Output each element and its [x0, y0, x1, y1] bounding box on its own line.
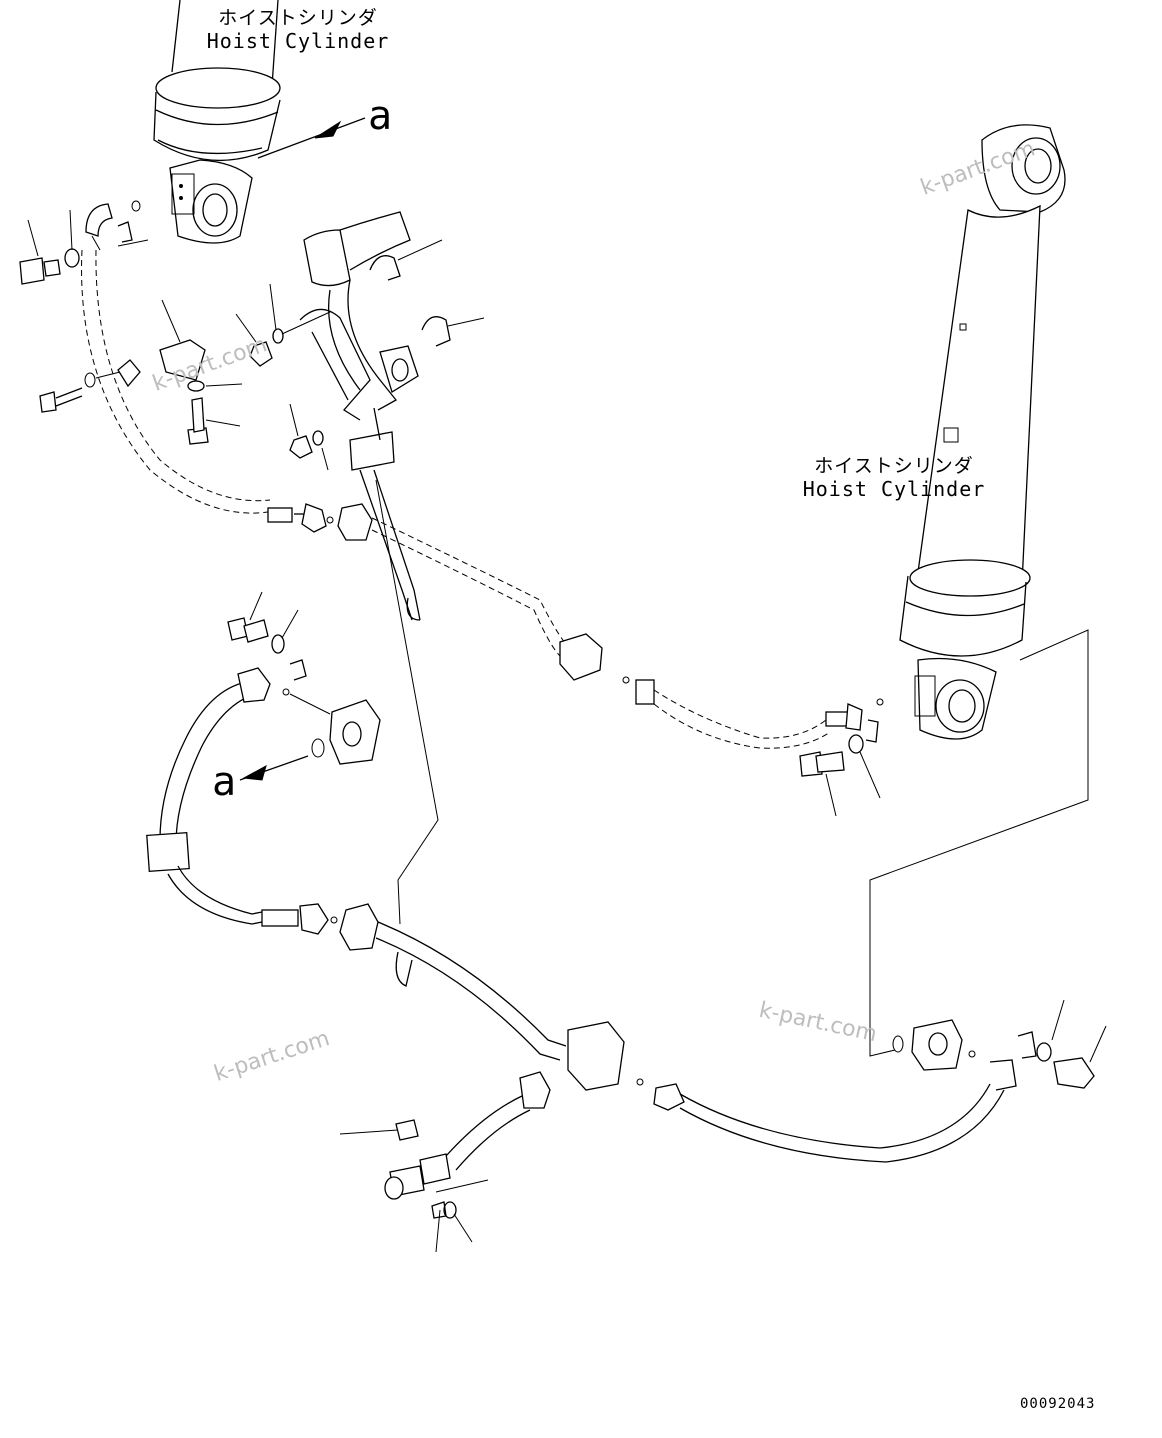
label-en: Hoist Cylinder — [802, 476, 986, 501]
lower-hose-assembly — [146, 667, 1037, 1200]
label-hoist-cylinder-top-left: ホイストシリンダ Hoist Cylinder — [198, 7, 398, 53]
hoist-cylinder-right — [899, 124, 1066, 740]
right-lower-fasteners — [799, 734, 1107, 1089]
callout-arrow-a-top — [257, 117, 366, 159]
callout-arrow-a-middle — [239, 755, 309, 781]
drawing-number: 00092043 — [1020, 1396, 1096, 1412]
callout-a-top: a — [368, 93, 393, 139]
bottom-left-leaders — [339, 1129, 489, 1253]
label-hoist-cylinder-right: ホイストシリンダ Hoist Cylinder — [794, 455, 994, 501]
frame-tube-and-u-bolts — [299, 211, 485, 621]
bracket-and-bolts — [159, 283, 331, 471]
middle-left-fittings — [227, 591, 381, 765]
hoist-cylinder-top-left — [153, 0, 281, 244]
guide-line — [375, 479, 439, 925]
callout-a-middle: a — [212, 759, 237, 805]
label-jp: ホイストシリンダ — [814, 455, 974, 477]
upper-hose-assembly — [81, 249, 884, 749]
reference-frame — [869, 629, 1089, 1057]
label-jp: ホイストシリンダ — [218, 7, 378, 29]
label-en: Hoist Cylinder — [206, 28, 390, 53]
upper-left-fittings — [19, 200, 149, 413]
